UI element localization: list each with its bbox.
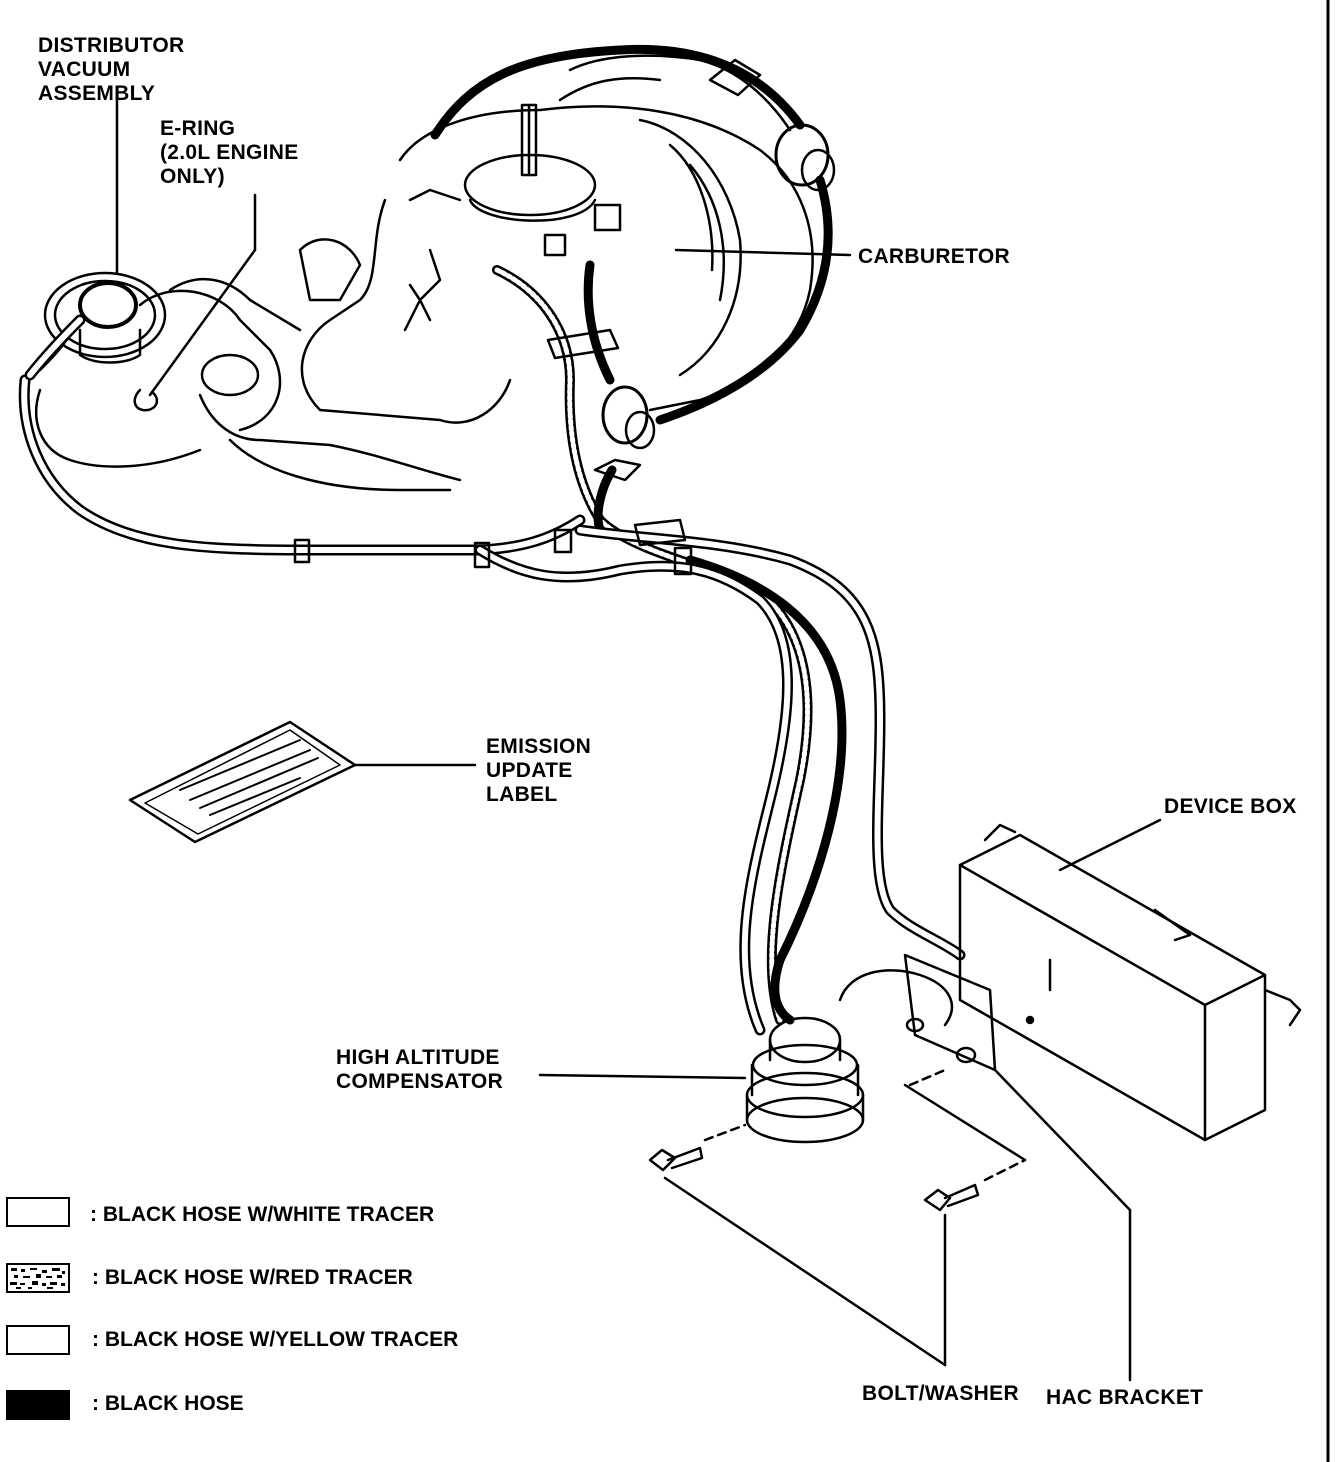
device-box-label: DEVICE BOX bbox=[1164, 795, 1297, 818]
legend-label-white-tracer: : BLACK HOSE W/WHITE TRACER bbox=[90, 1203, 435, 1226]
distributor-label: DISTRIBUTOR VACUUM ASSEMBLY bbox=[38, 34, 185, 105]
hac-label: HIGH ALTITUDE COMPENSATOR bbox=[336, 1046, 504, 1093]
legend-swatch-white-tracer bbox=[6, 1197, 70, 1227]
leader-lines bbox=[117, 100, 850, 395]
device-box-drawing bbox=[960, 820, 1300, 1140]
ering-label: E-RING (2.0L ENGINE ONLY) bbox=[160, 117, 299, 188]
hac-drawing bbox=[540, 1018, 863, 1142]
hac-bracket-label: HAC BRACKET bbox=[1046, 1386, 1204, 1409]
hac-bracket-drawing bbox=[840, 955, 1130, 1380]
bolts-drawing bbox=[650, 1070, 1025, 1365]
engine-body bbox=[36, 105, 812, 490]
emission-label-drawing bbox=[130, 722, 475, 842]
legend-label-yellow-tracer: : BLACK HOSE W/YELLOW TRACER bbox=[92, 1328, 459, 1351]
legend-swatch-yellow-tracer bbox=[6, 1325, 70, 1355]
hose-routing bbox=[24, 49, 960, 1030]
legend-swatch-red-tracer bbox=[6, 1263, 70, 1293]
legend-label-black: : BLACK HOSE bbox=[92, 1392, 244, 1415]
legend-label-red-tracer: : BLACK HOSE W/RED TRACER bbox=[92, 1266, 413, 1289]
bolt-washer-label: BOLT/WASHER bbox=[862, 1382, 1019, 1405]
legend-swatch-black bbox=[6, 1390, 70, 1420]
carburetor-label: CARBURETOR bbox=[858, 245, 1010, 268]
red-tracer-pattern bbox=[10, 1268, 65, 1289]
emission-label: EMISSION UPDATE LABEL bbox=[486, 735, 592, 806]
